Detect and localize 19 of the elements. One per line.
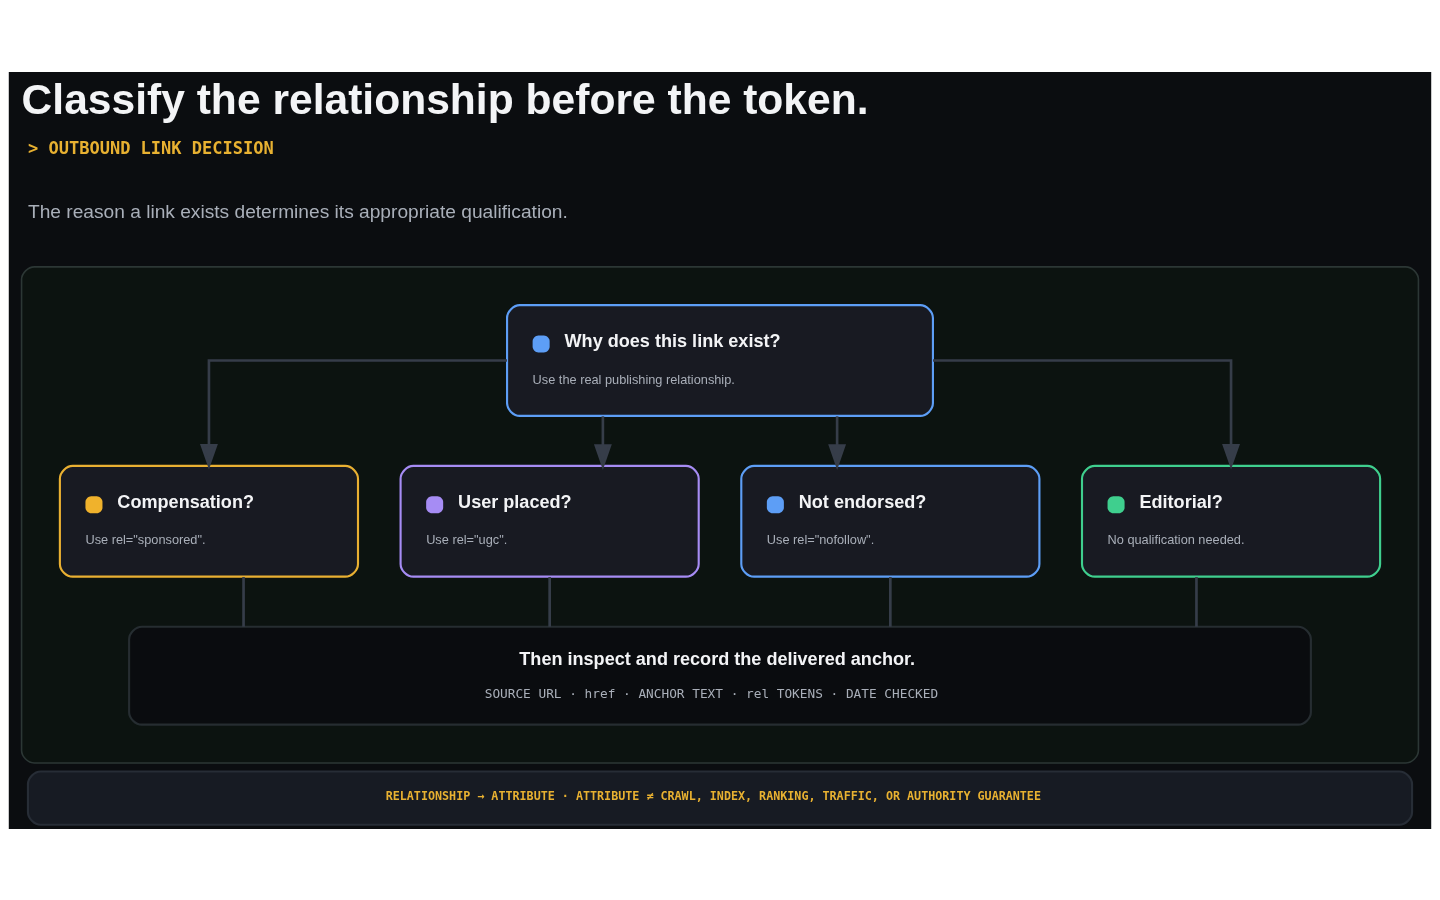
arrow (593, 415, 612, 470)
node-box: Editorial? No qualification needed. (1080, 464, 1382, 578)
node-box: Not endorsed? Use rel="nofollow". (740, 464, 1041, 578)
diagram-title: Classify the relationship before the token. (21, 74, 869, 123)
label: The reason a link exists determines its appropriate qualification. (27, 200, 568, 222)
node-box: Why does this link exist? Use the real publishing relationship. (506, 303, 934, 417)
node-box: Then inspect and record the delivered anchor. SOURCE URL · href · ANCHOR TEXT · rel TOKENS · DATE CHECKED (128, 625, 1312, 726)
connector (1195, 576, 1198, 627)
node-box: RELATIONSHIP → ATTRIBUTE · ATTRIBUTE ≠ CRAWL, INDEX, RANKING, TRAFFIC, OR AUTHORITY GUARANTEE (26, 769, 1414, 826)
connector (242, 576, 245, 627)
connector (548, 576, 551, 627)
arrow (200, 358, 507, 470)
node-box: Compensation? Use rel="sponsored". (58, 464, 360, 578)
cluster (20, 265, 1420, 764)
arrow (933, 358, 1240, 470)
node-box: User placed? Use rel="ugc". (399, 464, 700, 578)
connector (889, 576, 892, 627)
arrow (828, 415, 847, 470)
label: > OUTBOUND LINK DECISION (27, 137, 274, 158)
